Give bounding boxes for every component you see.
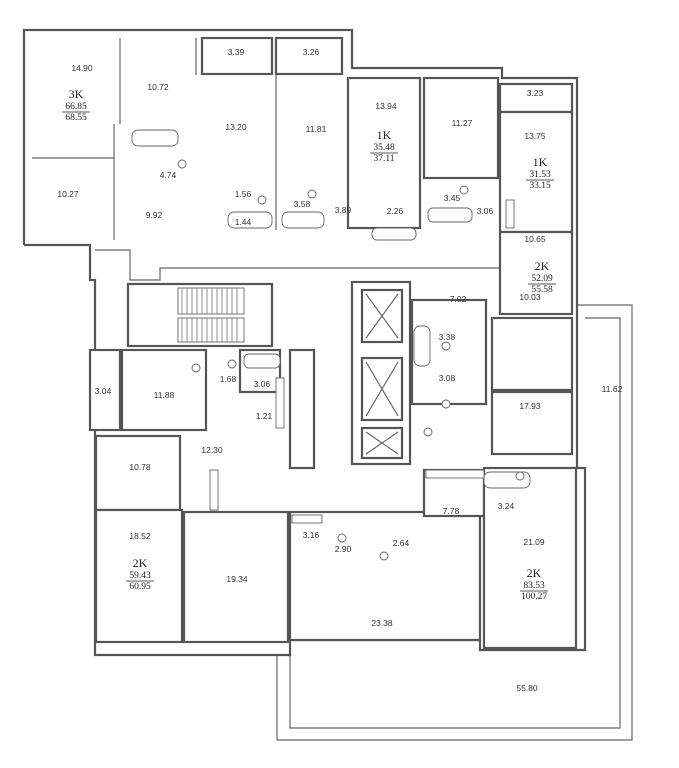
room-area-label: 3.38	[439, 332, 456, 342]
room-area-label: 10.03	[519, 292, 541, 302]
room-area-labels: 14.90 10.72 3.39 3.26 13.94 11.27 3.23 13.20 11.…	[57, 47, 622, 693]
room-area-label: 3.58	[294, 199, 311, 209]
room-area-label: 10.27	[57, 189, 79, 199]
room-area-label: 19.34	[226, 574, 248, 584]
room-area-label: 21.09	[523, 537, 545, 547]
room-area-label: 2.64	[393, 538, 410, 548]
apartment-type-label: 1K	[533, 155, 548, 169]
room-area-label: 3.26	[303, 47, 320, 57]
toilets-and-sinks	[177, 159, 525, 561]
bathtubs	[131, 129, 531, 489]
room-area-label: 14.90	[71, 63, 93, 73]
room-area-label: 2.26	[387, 206, 404, 216]
apartment-total-area: 68.55	[65, 113, 87, 123]
apartment-living-area: 59.43	[129, 571, 151, 581]
room-area-label: 1.68	[220, 374, 237, 384]
elevator-shafts	[365, 293, 399, 455]
room-area-label: 7.02	[450, 294, 467, 304]
apartment-living-area: 52.09	[531, 274, 553, 284]
apartment-living-area: 83.53	[523, 581, 545, 591]
room-area-label: 3.06	[477, 206, 494, 216]
room-area-label: 17.93	[519, 401, 541, 411]
room-area-label: 18.52	[129, 531, 151, 541]
apartment-total-area: 60.95	[129, 582, 151, 592]
room-area-label: 12.30	[201, 445, 223, 455]
apartment-type-label: 1K	[377, 128, 392, 142]
room-area-label: 3.23	[527, 88, 544, 98]
room-area-label: 3.04	[95, 386, 112, 396]
building-walls	[22, 28, 587, 657]
room-area-label: 3.16	[303, 530, 320, 540]
apartment-type-label: 2K	[535, 259, 550, 273]
room-area-label: 11.62	[602, 384, 623, 394]
apartment-total-area: 100.27	[521, 592, 547, 602]
room-area-label: 13.94	[375, 101, 397, 111]
apartment-living-area: 66.85	[65, 102, 87, 112]
apartment-type-label: 2K	[527, 566, 542, 580]
room-area-label: 55.80	[516, 683, 538, 693]
room-area-label: 11.81	[306, 124, 327, 134]
room-area-label: 3.39	[228, 47, 245, 57]
apartment-total-area: 33.15	[529, 181, 551, 191]
room-area-label: 3.89	[335, 205, 352, 215]
room-area-label: 7.78	[443, 506, 460, 516]
room-area-label: 11.27	[452, 118, 473, 128]
room-area-label: 3.08	[439, 373, 456, 383]
apartment-living-area: 31.53	[529, 170, 551, 180]
room-area-label: 11.88	[154, 390, 175, 400]
room-area-label: 13.20	[225, 122, 247, 132]
apartment-type-label: 3K	[69, 87, 84, 101]
room-area-label: 1.56	[235, 189, 252, 199]
room-area-label: 3.45	[444, 193, 461, 203]
room-area-label: 1.44	[235, 217, 252, 227]
room-area-label: 10.78	[129, 462, 151, 472]
room-area-label: 2.90	[335, 544, 352, 554]
room-area-label: 10.72	[147, 82, 169, 92]
room-area-label: 1.21	[256, 411, 273, 421]
room-area-label: 3.06	[254, 379, 271, 389]
apartment-type-label: 2K	[133, 556, 148, 570]
room-area-label: 4.74	[160, 170, 177, 180]
room-area-label: 23.38	[371, 618, 393, 628]
apartment-total-area: 55.58	[531, 285, 553, 295]
room-area-label: 10.65	[524, 234, 546, 244]
room-area-label: 9.92	[146, 210, 163, 220]
apartment-total-area: 37.11	[373, 154, 394, 164]
room-area-label: 13.75	[524, 131, 546, 141]
radiators	[209, 199, 515, 524]
apartment-living-area: 35.48	[373, 143, 395, 153]
room-area-label: 3.24	[498, 501, 515, 511]
staircase	[177, 287, 245, 343]
terrace-outline	[276, 304, 633, 741]
